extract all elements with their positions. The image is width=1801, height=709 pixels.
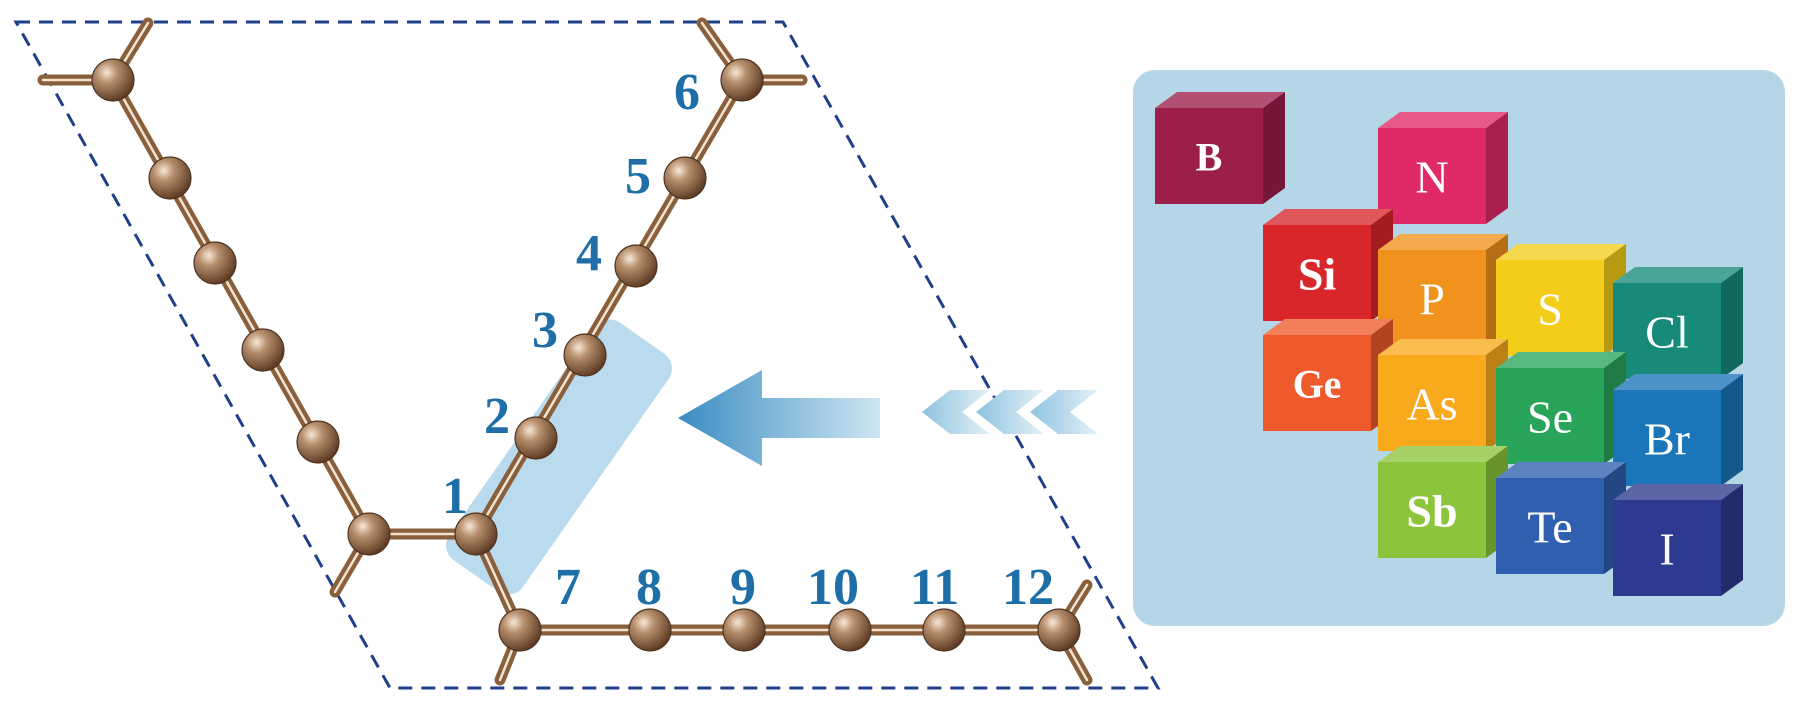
element-symbol: As [1406, 379, 1457, 430]
element-block-sb: Sb [1378, 446, 1508, 558]
element-symbol: P [1419, 274, 1445, 325]
site-label-1: 1 [442, 468, 468, 525]
site-label-10: 10 [807, 559, 859, 616]
carbon-atom [454, 512, 498, 556]
carbon-atom [91, 58, 135, 102]
element-symbol: Cl [1645, 307, 1688, 358]
site-label-6: 6 [674, 64, 700, 121]
carbon-atom [663, 156, 707, 200]
carbon-atom [614, 244, 658, 288]
element-block-i: I [1613, 484, 1743, 596]
element-symbol: S [1537, 284, 1563, 335]
carbon-atom [628, 608, 672, 652]
element-block-ge: Ge [1263, 319, 1393, 431]
carbon-atom [347, 512, 391, 556]
carbon-atom [922, 608, 966, 652]
site-label-8: 8 [636, 559, 662, 616]
site-label-5: 5 [625, 148, 651, 205]
element-block-p: P [1378, 234, 1508, 346]
carbon-atom [296, 420, 340, 464]
element-block-as: As [1378, 339, 1508, 451]
site-label-11: 11 [910, 559, 959, 616]
unit-cell-outline [13, 20, 1161, 690]
element-symbol: B [1196, 134, 1223, 179]
carbon-atom [148, 156, 192, 200]
element-block-b: B [1155, 92, 1285, 204]
doping-site-highlight [446, 319, 672, 595]
element-symbol: Si [1298, 249, 1337, 300]
site-label-4: 4 [576, 225, 602, 282]
element-symbol: Sb [1406, 486, 1457, 537]
site-label-12: 12 [1002, 559, 1054, 616]
site-label-7: 7 [555, 559, 581, 616]
element-symbol: N [1415, 152, 1448, 203]
element-block-s: S [1496, 244, 1626, 356]
carbon-atom [514, 416, 558, 460]
carbon-atom [193, 241, 237, 285]
element-symbol: Se [1527, 392, 1573, 443]
element-symbol: Br [1644, 414, 1690, 465]
element-symbol: Ge [1293, 361, 1342, 406]
site-label-2: 2 [484, 388, 510, 445]
site-label-9: 9 [730, 559, 756, 616]
carbon-atom [563, 333, 607, 377]
element-symbol: I [1659, 524, 1674, 575]
carbon-atom [241, 328, 285, 372]
element-symbol: Te [1527, 502, 1572, 553]
carbon-atom [498, 608, 542, 652]
element-block-br: Br [1613, 374, 1743, 486]
atom-network [91, 58, 1081, 652]
carbon-atom [828, 608, 872, 652]
element-block-te: Te [1496, 462, 1626, 574]
element-block-cl: Cl [1613, 267, 1743, 379]
element-block-si: Si [1263, 209, 1393, 321]
site-label-3: 3 [532, 302, 558, 359]
element-block-se: Se [1496, 352, 1626, 464]
carbon-atom [1037, 608, 1081, 652]
carbon-atom [720, 58, 764, 102]
doping-arrow [678, 370, 1098, 466]
element-block-n: N [1378, 112, 1508, 224]
carbon-atom [722, 608, 766, 652]
